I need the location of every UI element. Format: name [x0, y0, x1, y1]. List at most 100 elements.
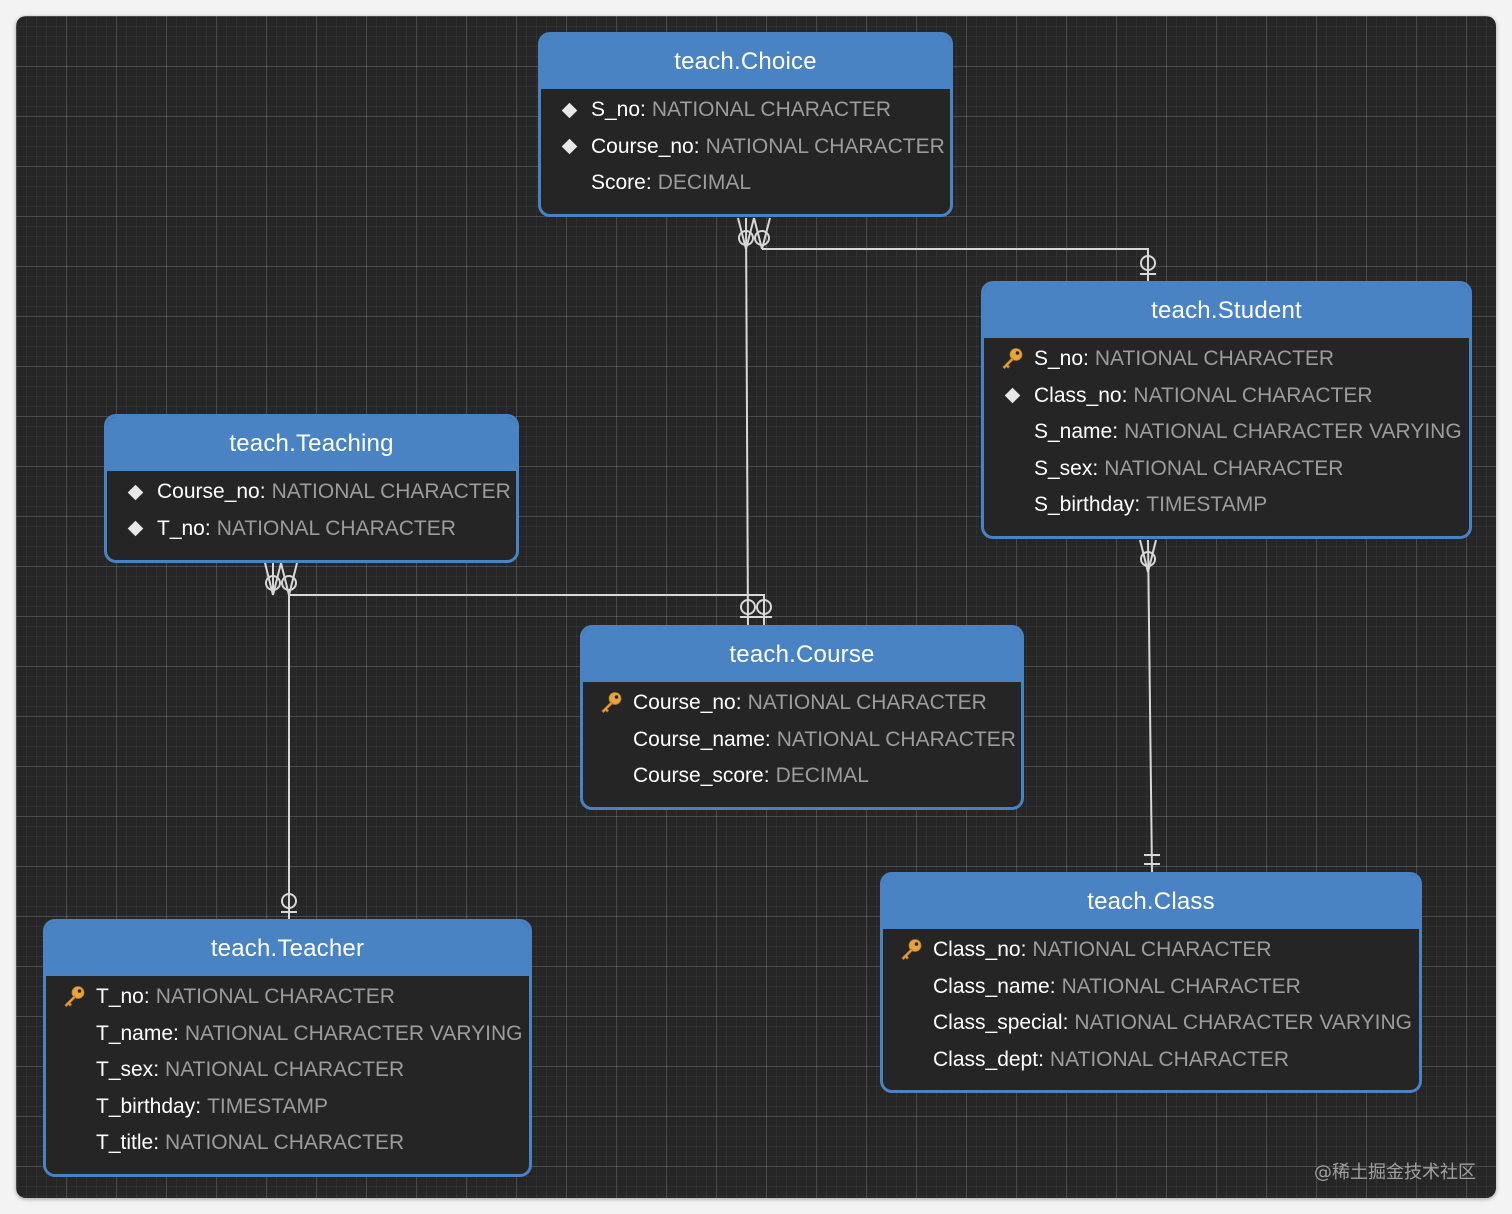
field-name: Course_name — [633, 727, 765, 751]
key-icon — [1000, 347, 1024, 371]
field-name: Course_score — [633, 764, 764, 788]
diamond-icon — [557, 98, 581, 122]
field-separator: : — [1020, 938, 1027, 962]
entity-course[interactable]: teach.Course Course_no:NATIONAL CHARACTE… — [580, 625, 1024, 810]
entity-title: teach.Class — [883, 875, 1419, 929]
field-separator: : — [173, 1021, 179, 1045]
field-row[interactable]: Course_no:NATIONAL CHARACTER — [107, 474, 516, 511]
field-separator: : — [1121, 383, 1128, 407]
field-row[interactable]: Course_score:DECIMAL — [583, 758, 1021, 795]
field-type: NATIONAL CHARACTER — [1061, 974, 1301, 998]
field-row[interactable]: T_title:NATIONAL CHARACTER — [46, 1125, 529, 1162]
field-type: NATIONAL CHARACTER — [1104, 456, 1344, 480]
field-separator: : — [645, 171, 652, 195]
field-row[interactable]: Score:DECIMAL — [541, 165, 950, 202]
field-type: NATIONAL CHARACTER — [651, 98, 892, 122]
field-marker-spacer — [62, 1022, 86, 1046]
key-icon — [62, 985, 86, 1009]
key-icon — [599, 691, 623, 715]
field-type: TIMESTAMP — [207, 1094, 329, 1118]
field-separator: : — [693, 134, 700, 158]
field-separator: : — [1038, 1047, 1044, 1071]
field-name: S_sex — [1034, 456, 1093, 480]
field-name: S_birthday — [1034, 493, 1135, 517]
field-marker-spacer — [62, 1095, 86, 1119]
field-marker-spacer — [62, 1058, 86, 1082]
field-name: Course_no — [157, 480, 260, 504]
field-separator: : — [1062, 1011, 1069, 1035]
field-row[interactable]: Class_name:NATIONAL CHARACTER — [883, 969, 1419, 1006]
field-type: NATIONAL CHARACTER — [271, 480, 511, 504]
diamond-icon — [123, 480, 147, 504]
field-row[interactable]: T_birthday:TIMESTAMP — [46, 1089, 529, 1126]
field-type: NATIONAL CHARACTER — [155, 985, 395, 1009]
field-name: Class_no — [933, 938, 1021, 962]
field-separator: : — [640, 98, 646, 122]
field-row[interactable]: S_birthday:TIMESTAMP — [984, 487, 1469, 524]
field-row[interactable]: S_no:NATIONAL CHARACTER — [984, 341, 1469, 378]
field-marker-spacer — [557, 171, 581, 195]
field-row[interactable]: S_no:NATIONAL CHARACTER — [541, 92, 950, 129]
field-row[interactable]: Class_no:NATIONAL CHARACTER — [883, 932, 1419, 969]
field-separator: : — [153, 1131, 160, 1155]
field-name: T_no — [157, 516, 205, 540]
field-marker-spacer — [899, 1011, 923, 1035]
field-type: NATIONAL CHARACTER VARYING — [1074, 1011, 1413, 1035]
field-marker-spacer — [62, 1131, 86, 1155]
field-type: NATIONAL CHARACTER — [776, 727, 1016, 751]
field-type: NATIONAL CHARACTER — [1094, 347, 1335, 371]
field-row[interactable]: Course_name:NATIONAL CHARACTER — [583, 722, 1021, 759]
field-name: Class_name — [933, 974, 1050, 998]
field-row[interactable]: S_sex:NATIONAL CHARACTER — [984, 451, 1469, 488]
field-name: Class_dept — [933, 1047, 1039, 1071]
entity-title: teach.Course — [583, 628, 1021, 682]
field-type: NATIONAL CHARACTER VARYING — [184, 1021, 523, 1045]
field-row[interactable]: Course_no:NATIONAL CHARACTER — [541, 129, 950, 166]
field-marker-spacer — [899, 975, 923, 999]
field-marker-spacer — [599, 764, 623, 788]
field-name: Score — [591, 171, 646, 195]
field-type: NATIONAL CHARACTER — [705, 134, 945, 158]
field-marker-spacer — [1000, 420, 1024, 444]
entity-title: teach.Teaching — [107, 417, 516, 471]
field-row[interactable]: S_name:NATIONAL CHARACTER VARYING — [984, 414, 1469, 451]
field-row[interactable]: Class_special:NATIONAL CHARACTER VARYING — [883, 1005, 1419, 1042]
field-separator: : — [195, 1094, 202, 1118]
field-type: TIMESTAMP — [1146, 493, 1268, 517]
field-name: Course_no — [591, 134, 694, 158]
field-name: T_title — [96, 1131, 154, 1155]
field-marker-spacer — [1000, 457, 1024, 481]
field-separator: : — [143, 985, 150, 1009]
field-name: Class_no — [1034, 383, 1122, 407]
field-row[interactable]: Course_no:NATIONAL CHARACTER — [583, 685, 1021, 722]
field-type: NATIONAL CHARACTER — [165, 1131, 405, 1155]
field-type: NATIONAL CHARACTER VARYING — [1124, 420, 1462, 444]
entity-teaching[interactable]: teach.Teaching Course_no:NATIONAL CHARAC… — [104, 414, 519, 563]
field-name: T_name — [96, 1021, 174, 1045]
field-name: S_no — [591, 98, 641, 122]
field-type: DECIMAL — [657, 171, 752, 195]
field-row[interactable]: T_no:NATIONAL CHARACTER — [107, 511, 516, 548]
field-separator: : — [763, 764, 770, 788]
field-separator: : — [735, 691, 742, 715]
field-name: T_no — [96, 985, 144, 1009]
field-row[interactable]: Class_no:NATIONAL CHARACTER — [984, 378, 1469, 415]
entity-title: teach.Choice — [541, 35, 950, 89]
field-type: NATIONAL CHARACTER — [1032, 938, 1272, 962]
field-row[interactable]: T_sex:NATIONAL CHARACTER — [46, 1052, 529, 1089]
field-row[interactable]: T_name:NATIONAL CHARACTER VARYING — [46, 1016, 529, 1053]
field-name: T_birthday — [96, 1094, 196, 1118]
field-separator: : — [1112, 420, 1119, 444]
field-row[interactable]: Class_dept:NATIONAL CHARACTER — [883, 1042, 1419, 1079]
field-row[interactable]: T_no:NATIONAL CHARACTER — [46, 979, 529, 1016]
field-separator: : — [1083, 347, 1089, 371]
field-separator: : — [1092, 456, 1099, 480]
